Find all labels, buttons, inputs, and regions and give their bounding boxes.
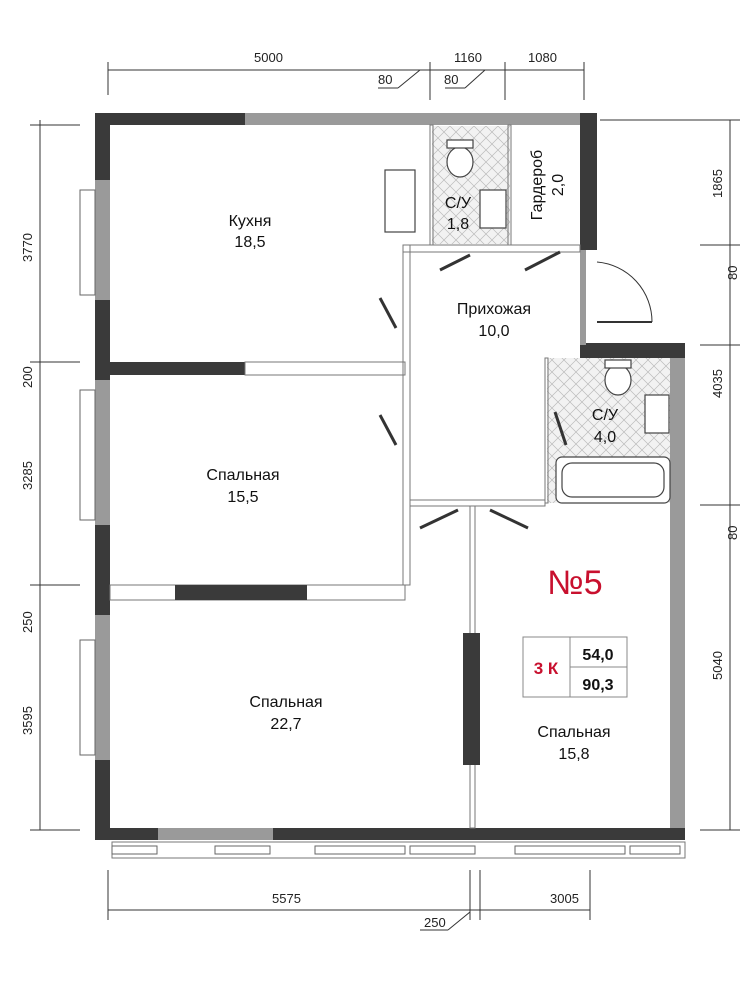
room-name-bedroom1: Спальная [206, 467, 279, 484]
apartment-number: №5 [547, 564, 602, 602]
windows [79, 189, 681, 855]
doors [378, 250, 653, 530]
room-name-kitchen: Кухня [229, 213, 272, 230]
room-area-bedroom3: 15,8 [558, 746, 589, 763]
total-area: 90,3 [582, 677, 613, 694]
dim-left-2: 3285 [20, 461, 35, 490]
dim-top-0: 5000 [254, 50, 283, 65]
dim-left-0: 3770 [20, 233, 35, 262]
fixtures [384, 139, 671, 504]
room-name-wc1: С/У [445, 195, 472, 212]
toilet-icon [604, 364, 632, 396]
dim-left-3: 250 [20, 611, 35, 633]
dim-top-2: 1160 [454, 50, 482, 65]
room-name-bedroom3: Спальная [537, 724, 610, 741]
room-area-kitchen: 18,5 [234, 234, 265, 251]
washbasin-icon [644, 394, 670, 434]
dim-right-2: 4035 [710, 369, 725, 398]
dim-bottom-2: 3005 [550, 891, 579, 906]
room-area-wc1: 1,8 [447, 216, 469, 233]
dim-left-1: 200 [20, 366, 35, 388]
washbasin-icon [479, 189, 507, 229]
dim-left-4: 3595 [20, 706, 35, 735]
dim-right-3: 80 [725, 526, 740, 540]
dimension-labels: 5000 80 1160 80 1080 3770 200 3285 250 3… [20, 50, 740, 930]
room-area-wc2: 4,0 [594, 429, 616, 446]
room-area-wardrobe: 2,0 [550, 174, 567, 196]
dim-right-0: 1865 [710, 169, 725, 198]
room-name-wc2: С/У [592, 407, 619, 424]
internal-walls [109, 124, 581, 829]
room-area-bedroom2: 22,7 [270, 716, 301, 733]
room-name-wardrobe: Гардероб [529, 150, 546, 220]
dim-bottom-0: 5575 [272, 891, 301, 906]
living-area: 54,0 [582, 647, 613, 664]
room-name-bedroom2: Спальная [249, 694, 322, 711]
dim-top-1: 80 [378, 72, 392, 87]
dim-right-4: 5040 [710, 651, 725, 680]
room-name-hall: Прихожая [457, 301, 531, 318]
dim-top-4: 1080 [528, 50, 557, 65]
dimension-lines [30, 62, 740, 931]
kitchen-sink-icon [384, 169, 416, 233]
toilet-icon [446, 146, 474, 178]
rooms-count-label: 3 К [534, 659, 559, 678]
dim-top-3: 80 [444, 72, 458, 87]
room-area-bedroom1: 15,5 [227, 489, 258, 506]
room-area-hall: 10,0 [478, 323, 509, 340]
area-table [522, 636, 628, 698]
dim-right-1: 80 [725, 266, 740, 280]
dim-bottom-1: 250 [424, 915, 446, 930]
